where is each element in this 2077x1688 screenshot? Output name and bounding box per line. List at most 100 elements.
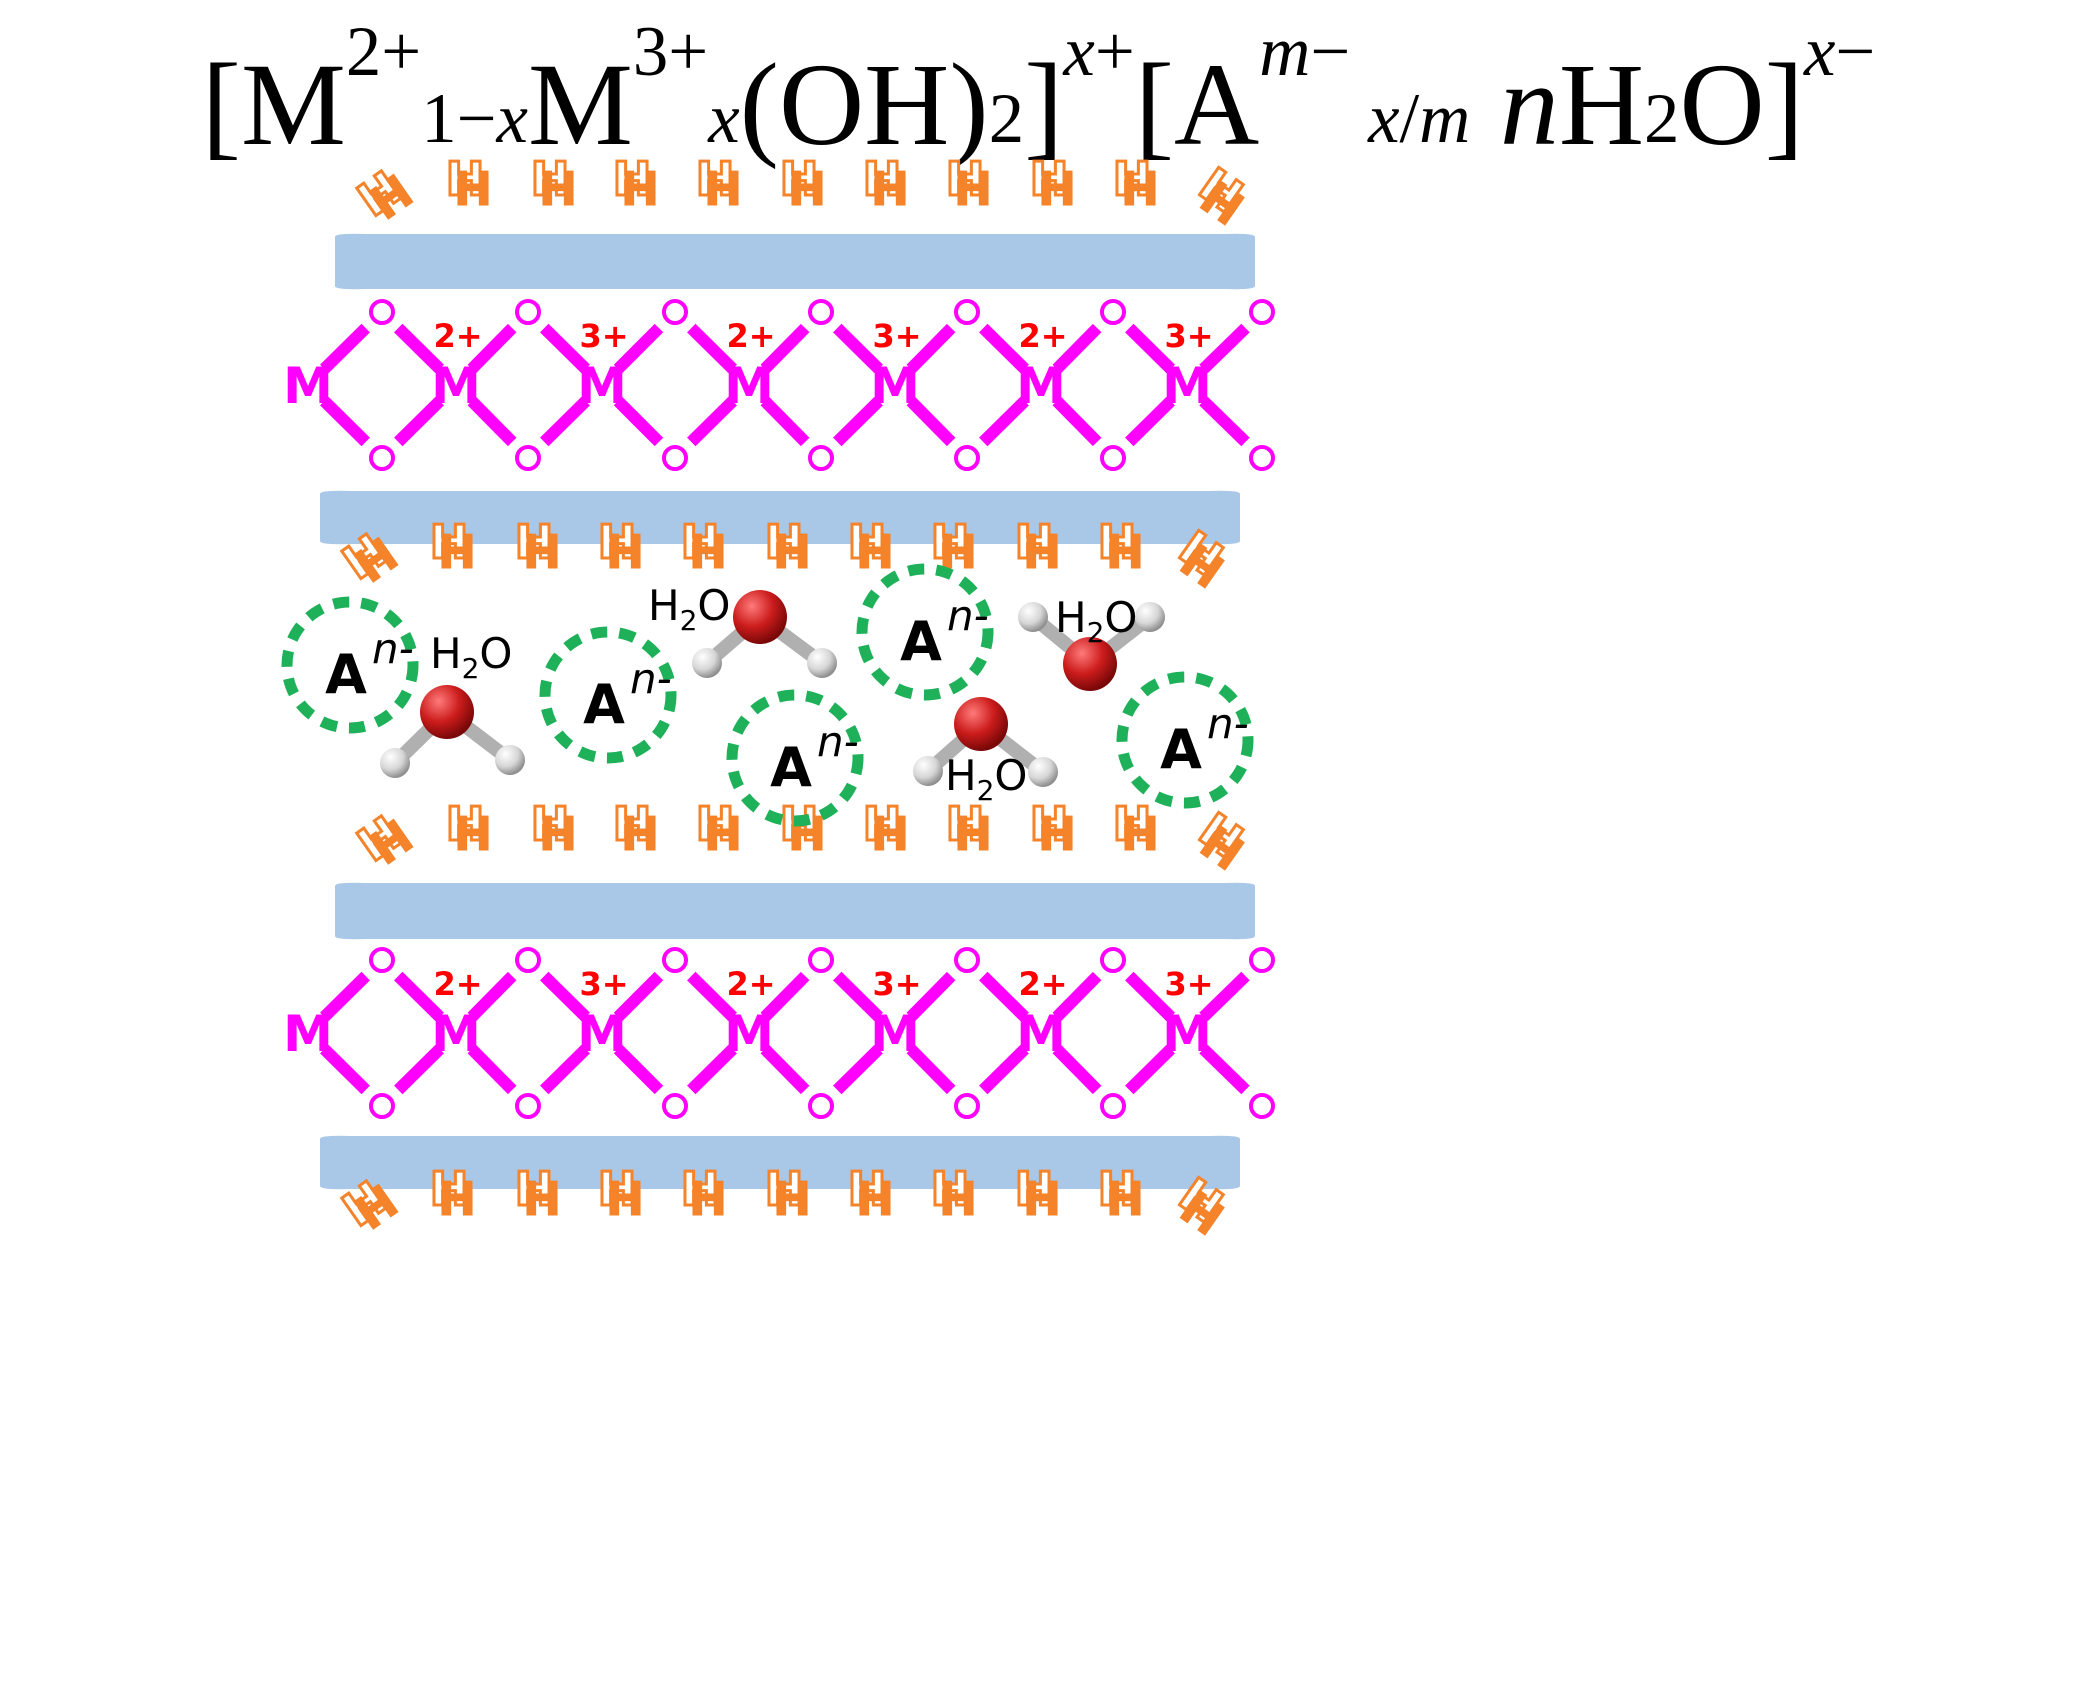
hydroxyl-glyph: H [848,1162,887,1216]
hydroxyl-group: HH [861,796,910,862]
cation-charge: 3+ [579,317,628,355]
hydroxyl-group: HH [346,804,423,876]
hydroxyl-group: HH [428,1161,477,1227]
water-molecule [692,590,837,678]
hydroxyl-glyph: H [613,152,652,206]
hydroxyl-glyph: H [598,515,637,569]
hydroxyl-glyph: H [856,1172,895,1226]
hydroxyl-glyph: H [1023,1172,1062,1226]
hydroxyl-glyph: H [788,162,827,216]
hydroxyl-glyph: H [765,1162,804,1216]
metal-oxygen-bond [760,396,810,447]
formula-m3: M [527,39,633,170]
hydroxyl-glyph: H [539,807,578,861]
hydroxyl-group: HH [346,159,423,231]
hydroxyl-glyph: H [931,515,970,569]
hydroxyl-glyph: H [430,1162,469,1216]
formula-close-bracket: ] [1024,39,1064,170]
water-hydrogen-atom [1018,602,1048,632]
hydroxyl-glyph: H [863,152,902,206]
hydroxyl-group: HH [513,514,562,580]
hydroxyl-glyph: H [430,515,469,569]
oxygen-atom [1249,947,1275,973]
anion-symbol: A [900,610,942,673]
oxygen-atom [1249,299,1275,325]
water-oxygen-atom [954,697,1008,751]
metal-cation: M [577,1005,627,1063]
hydroxyl-glyph: H [1106,525,1145,579]
hydroxyl-group: HH [444,151,493,217]
hydroxyl-group: HH [1096,1161,1145,1227]
hydroxyl-group: HH [611,796,660,862]
oxygen-atom [1249,445,1275,471]
hydroxyl-glyph: H [765,515,804,569]
water-molecule [380,685,525,778]
hydroxyl-glyph: H [704,807,743,861]
oxygen-atom [1100,1093,1126,1119]
anion-dashed-ring [281,596,419,734]
cation-charge: 2+ [1018,965,1067,1003]
hydroxyl-glyph: H [696,797,735,851]
metal-oxygen-bond [1125,396,1175,447]
metal-oxygen-bond [394,396,444,447]
oxygen-atom [369,1093,395,1119]
hydroxyl-glyph: H [931,1162,970,1216]
hydroxyl-glyph: H [1098,515,1137,569]
cation-charge: 3+ [579,965,628,1003]
hydroxyl-group: HH [596,514,645,580]
water-label: H2O [945,751,1027,807]
metal-oxygen-bond [467,323,517,374]
cation-charge: 3+ [1164,965,1213,1003]
metal-oxygen-bond [687,1044,737,1095]
oxygen-atom [1249,1093,1275,1119]
hydroxyl-glyph: H [1038,162,1077,216]
cation-charge: 3+ [872,965,921,1003]
metal-oxygen-bond [906,1044,956,1095]
cation-charge: 2+ [433,317,482,355]
metal-cation: M [577,357,627,415]
cation-charge: 2+ [433,965,482,1003]
water-hydrogen-atom [1028,757,1058,787]
hydroxyl-glyph: H [696,152,735,206]
anion-symbol: A [1160,718,1202,781]
water-hydrogen-atom [913,756,943,786]
metal-oxygen-bond [613,323,664,374]
hydroxyl-group: HH [1188,156,1254,237]
oxygen-atom [1100,445,1126,471]
hydroxyl-group: HH [929,1161,978,1227]
hydroxyl-glyph: H [689,525,728,579]
hydroxyl-group: HH [444,796,493,862]
anion-charge: n- [372,624,414,673]
hydroxyl-glyph: H [446,797,485,851]
hydroxyl-glyph: H [1121,162,1160,216]
hydroxyl-glyph: H [515,1162,554,1216]
cation-charge: 2+ [1018,317,1067,355]
water-molecule [913,697,1058,787]
metal-oxygen-bond [613,396,664,447]
hydroxyl-glyph: H [871,807,910,861]
hydroxyl-group: HH [1111,796,1160,862]
oxygen-atom [662,299,688,325]
brucite-sheet-3 [335,882,1255,940]
metal-oxygen-bond [467,396,517,447]
oxygen-atom [954,445,980,471]
hydroxyl-group: HH [778,151,827,217]
hydroxyl-glyph: H [681,1162,720,1216]
metal-cation: M [431,357,481,415]
hydroxyl-group: HH [1013,514,1062,580]
metal-cation: M [1016,357,1066,415]
hydroxyl-glyph: H [606,525,645,579]
metal-oxygen-bond [979,323,1029,374]
metal-oxygen-bond [1052,323,1102,374]
hydroxyl-glyph: H [954,807,993,861]
formula-hydroxide: (OH) [739,39,989,170]
water-oxygen-atom [733,590,787,644]
oxygen-atom [369,947,395,973]
metal-oxygen-bond [467,1044,517,1095]
oxygen-atom [662,445,688,471]
